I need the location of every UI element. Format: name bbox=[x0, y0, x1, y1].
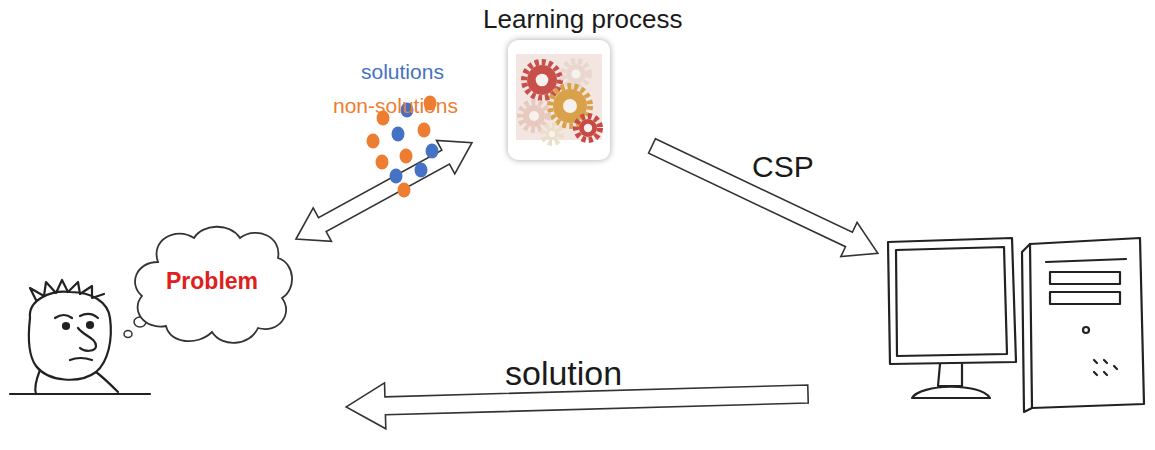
thought-cloud: Problem bbox=[128, 222, 296, 348]
legend-text: non-solutions bbox=[333, 94, 458, 118]
hollow-arrow bbox=[644, 129, 886, 271]
cloud-shape bbox=[135, 227, 292, 343]
gear bbox=[546, 128, 558, 140]
arrow-label: solution bbox=[505, 354, 622, 393]
gear bbox=[523, 105, 545, 127]
gear bbox=[576, 116, 600, 140]
gear bbox=[543, 125, 561, 143]
learning-process-box: Learning process bbox=[472, 0, 692, 165]
gear-hole bbox=[536, 74, 549, 87]
gear bbox=[563, 61, 589, 87]
gear-hole bbox=[584, 124, 592, 132]
node-label: Problem bbox=[166, 268, 258, 295]
gear-hole bbox=[529, 111, 539, 121]
gears-illustration bbox=[508, 40, 610, 160]
gear-hole bbox=[563, 99, 577, 113]
gear-hole bbox=[571, 69, 580, 78]
gear-hole bbox=[549, 131, 555, 137]
computer-sketch bbox=[888, 238, 1144, 412]
thought-bubble bbox=[124, 331, 132, 338]
legend-text: solutions bbox=[361, 60, 444, 84]
gear bbox=[579, 119, 597, 137]
hollow-double-arrow bbox=[287, 126, 481, 256]
gear bbox=[524, 62, 560, 98]
gear bbox=[527, 65, 557, 95]
node-label: Learning process bbox=[483, 4, 682, 35]
gears-picture bbox=[508, 40, 610, 160]
person-sketch bbox=[10, 280, 150, 394]
gear bbox=[566, 64, 586, 84]
arrow-label: CSP bbox=[752, 150, 814, 184]
